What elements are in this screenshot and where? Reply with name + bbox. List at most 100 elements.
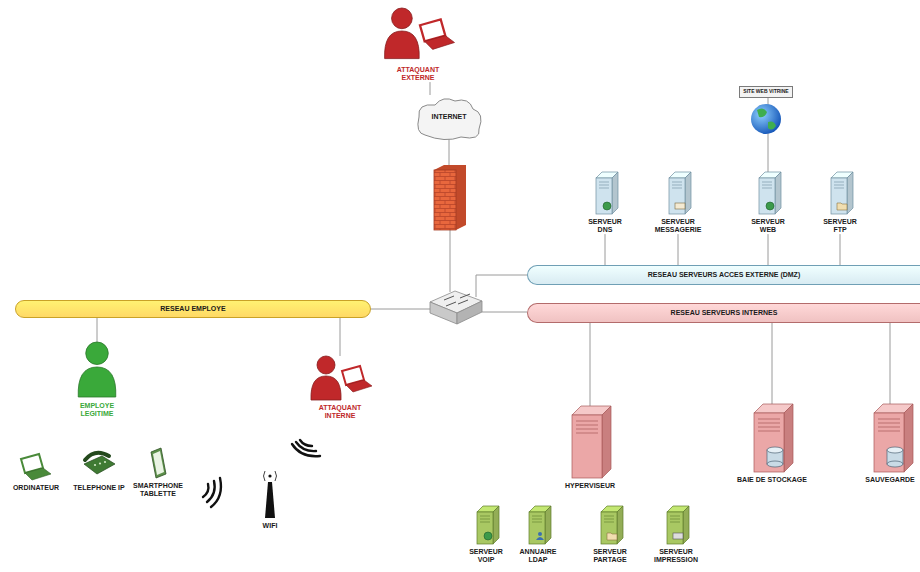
cloud-shape: [418, 99, 481, 140]
server-tower: [759, 172, 781, 214]
device-node: SAUVEGARDE: [863, 404, 917, 484]
network-wire: [371, 139, 527, 312]
device-node: ANNUAIRE LDAP: [513, 506, 563, 564]
network-link: [678, 234, 679, 265]
node-icon: [831, 172, 853, 214]
node-icon: [264, 471, 277, 518]
node-label: SERVEUR DNS: [582, 218, 628, 234]
server-emblem: [603, 202, 611, 210]
node-icon: [596, 172, 618, 214]
network-band: RESEAU SERVEURS INTERNES: [527, 303, 920, 323]
node-label: BAIE DE STOCKAGE: [730, 476, 814, 484]
node-label: SERVEUR PARTAGE: [585, 548, 635, 564]
node-icon: [529, 506, 551, 544]
network-link: [97, 318, 98, 342]
device-node: EMPLOYE LEGITIME: [72, 342, 122, 418]
device-node: BAIE DE STOCKAGE: [730, 404, 814, 484]
node-label: SITE WEB VITRINE: [743, 89, 788, 95]
node-label: ORDINATEUR: [9, 484, 63, 492]
device-node: ATTAQUANT INTERNE: [313, 356, 367, 420]
node-label: SERVEUR VOIP: [461, 548, 511, 564]
node-label: HYPERVISEUR: [558, 482, 622, 490]
server-emblem: [607, 533, 617, 540]
node-label: SMARTPHONE TABLETTE: [130, 482, 186, 498]
node-icon: [477, 506, 499, 544]
network-link: [430, 82, 431, 95]
node-icon: [21, 454, 51, 480]
server-rack: [754, 404, 793, 472]
device-node: ORDINATEUR: [9, 454, 63, 492]
server-rack: [874, 404, 913, 472]
device-node: SERVEUR PARTAGE: [585, 506, 635, 564]
node-label: SAUVEGARDE: [863, 476, 917, 484]
node-icon: [669, 172, 691, 214]
node-icon: [874, 404, 913, 472]
device-node: SERVEUR VOIP: [461, 506, 511, 564]
server-tower: [529, 506, 551, 544]
server-emblem: [675, 203, 685, 209]
node-label: TELEPHONE IP: [66, 484, 132, 492]
network-link: [340, 318, 341, 356]
server-tower: [601, 506, 623, 544]
firewall-symbol: [434, 165, 466, 230]
switch-symbol: [430, 291, 482, 324]
node-label: SERVEUR FTP: [817, 218, 863, 234]
device-node: HYPERVISEUR: [558, 406, 622, 490]
person-figure: [311, 356, 341, 400]
server-tower: [477, 506, 499, 544]
node-icon: [572, 406, 611, 478]
server-emblem: [766, 202, 774, 210]
cloud-node: INTERNET: [415, 95, 483, 139]
person-figure: [385, 8, 420, 59]
device-node: SERVEUR MESSAGERIE: [650, 172, 706, 234]
server-emblem: [673, 533, 683, 539]
network-link: [768, 234, 769, 265]
network-link: [840, 234, 841, 265]
server-tower: [667, 506, 689, 544]
device-node: SERVEUR WEB: [745, 172, 791, 234]
node-label: ATTAQUANT INTERNE: [313, 404, 367, 420]
globe-symbol: [751, 104, 781, 134]
person-figure: [78, 342, 116, 397]
band-label: RESEAU SERVEURS INTERNES: [671, 309, 778, 317]
server-emblem: [484, 532, 492, 540]
device-node: ATTAQUANT EXTERNE: [391, 8, 445, 82]
node-label: SERVEUR WEB: [745, 218, 791, 234]
node-icon: [311, 356, 372, 400]
laptop-symbol: [342, 366, 372, 392]
network-link: [590, 323, 591, 406]
node-icon: [84, 453, 115, 474]
server-emblem: [837, 203, 847, 210]
band-label: RESEAU SERVEURS ACCES EXTERNE (DMZ): [648, 271, 800, 279]
network-link: [772, 323, 773, 404]
server-tower: [669, 172, 691, 214]
device-node: SMARTPHONE TABLETTE: [130, 448, 186, 498]
node-label: SERVEUR MESSAGERIE: [650, 218, 706, 234]
node-icon: [385, 8, 455, 59]
node-icon: [151, 448, 166, 478]
node-icon: [601, 506, 623, 544]
node-label: EMPLOYE LEGITIME: [72, 402, 122, 418]
network-link: [605, 234, 606, 265]
wireless-waves: [203, 440, 320, 507]
node-label: WIFI: [253, 522, 287, 530]
node-label: INTERNET: [432, 113, 467, 121]
node-icon: [759, 172, 781, 214]
node-label: ANNUAIRE LDAP: [513, 548, 563, 564]
server-rack: [572, 406, 611, 478]
device-node: SERVEUR DNS: [582, 172, 628, 234]
network-band: RESEAU SERVEURS ACCES EXTERNE (DMZ): [527, 265, 920, 285]
device-node: SERVEUR FTP: [817, 172, 863, 234]
server-emblem: [536, 532, 544, 540]
device-node: SERVEUR IMPRESSION: [649, 506, 703, 564]
device-node: TELEPHONE IP: [66, 450, 132, 492]
node-label: SERVEUR IMPRESSION: [649, 548, 703, 564]
node-icon: [754, 404, 793, 472]
node-label: ATTAQUANT EXTERNE: [391, 66, 445, 82]
band-label: RESEAU EMPLOYE: [160, 305, 225, 313]
network-link: [890, 323, 891, 404]
laptop-symbol: [21, 454, 51, 480]
node-icon: [667, 506, 689, 544]
